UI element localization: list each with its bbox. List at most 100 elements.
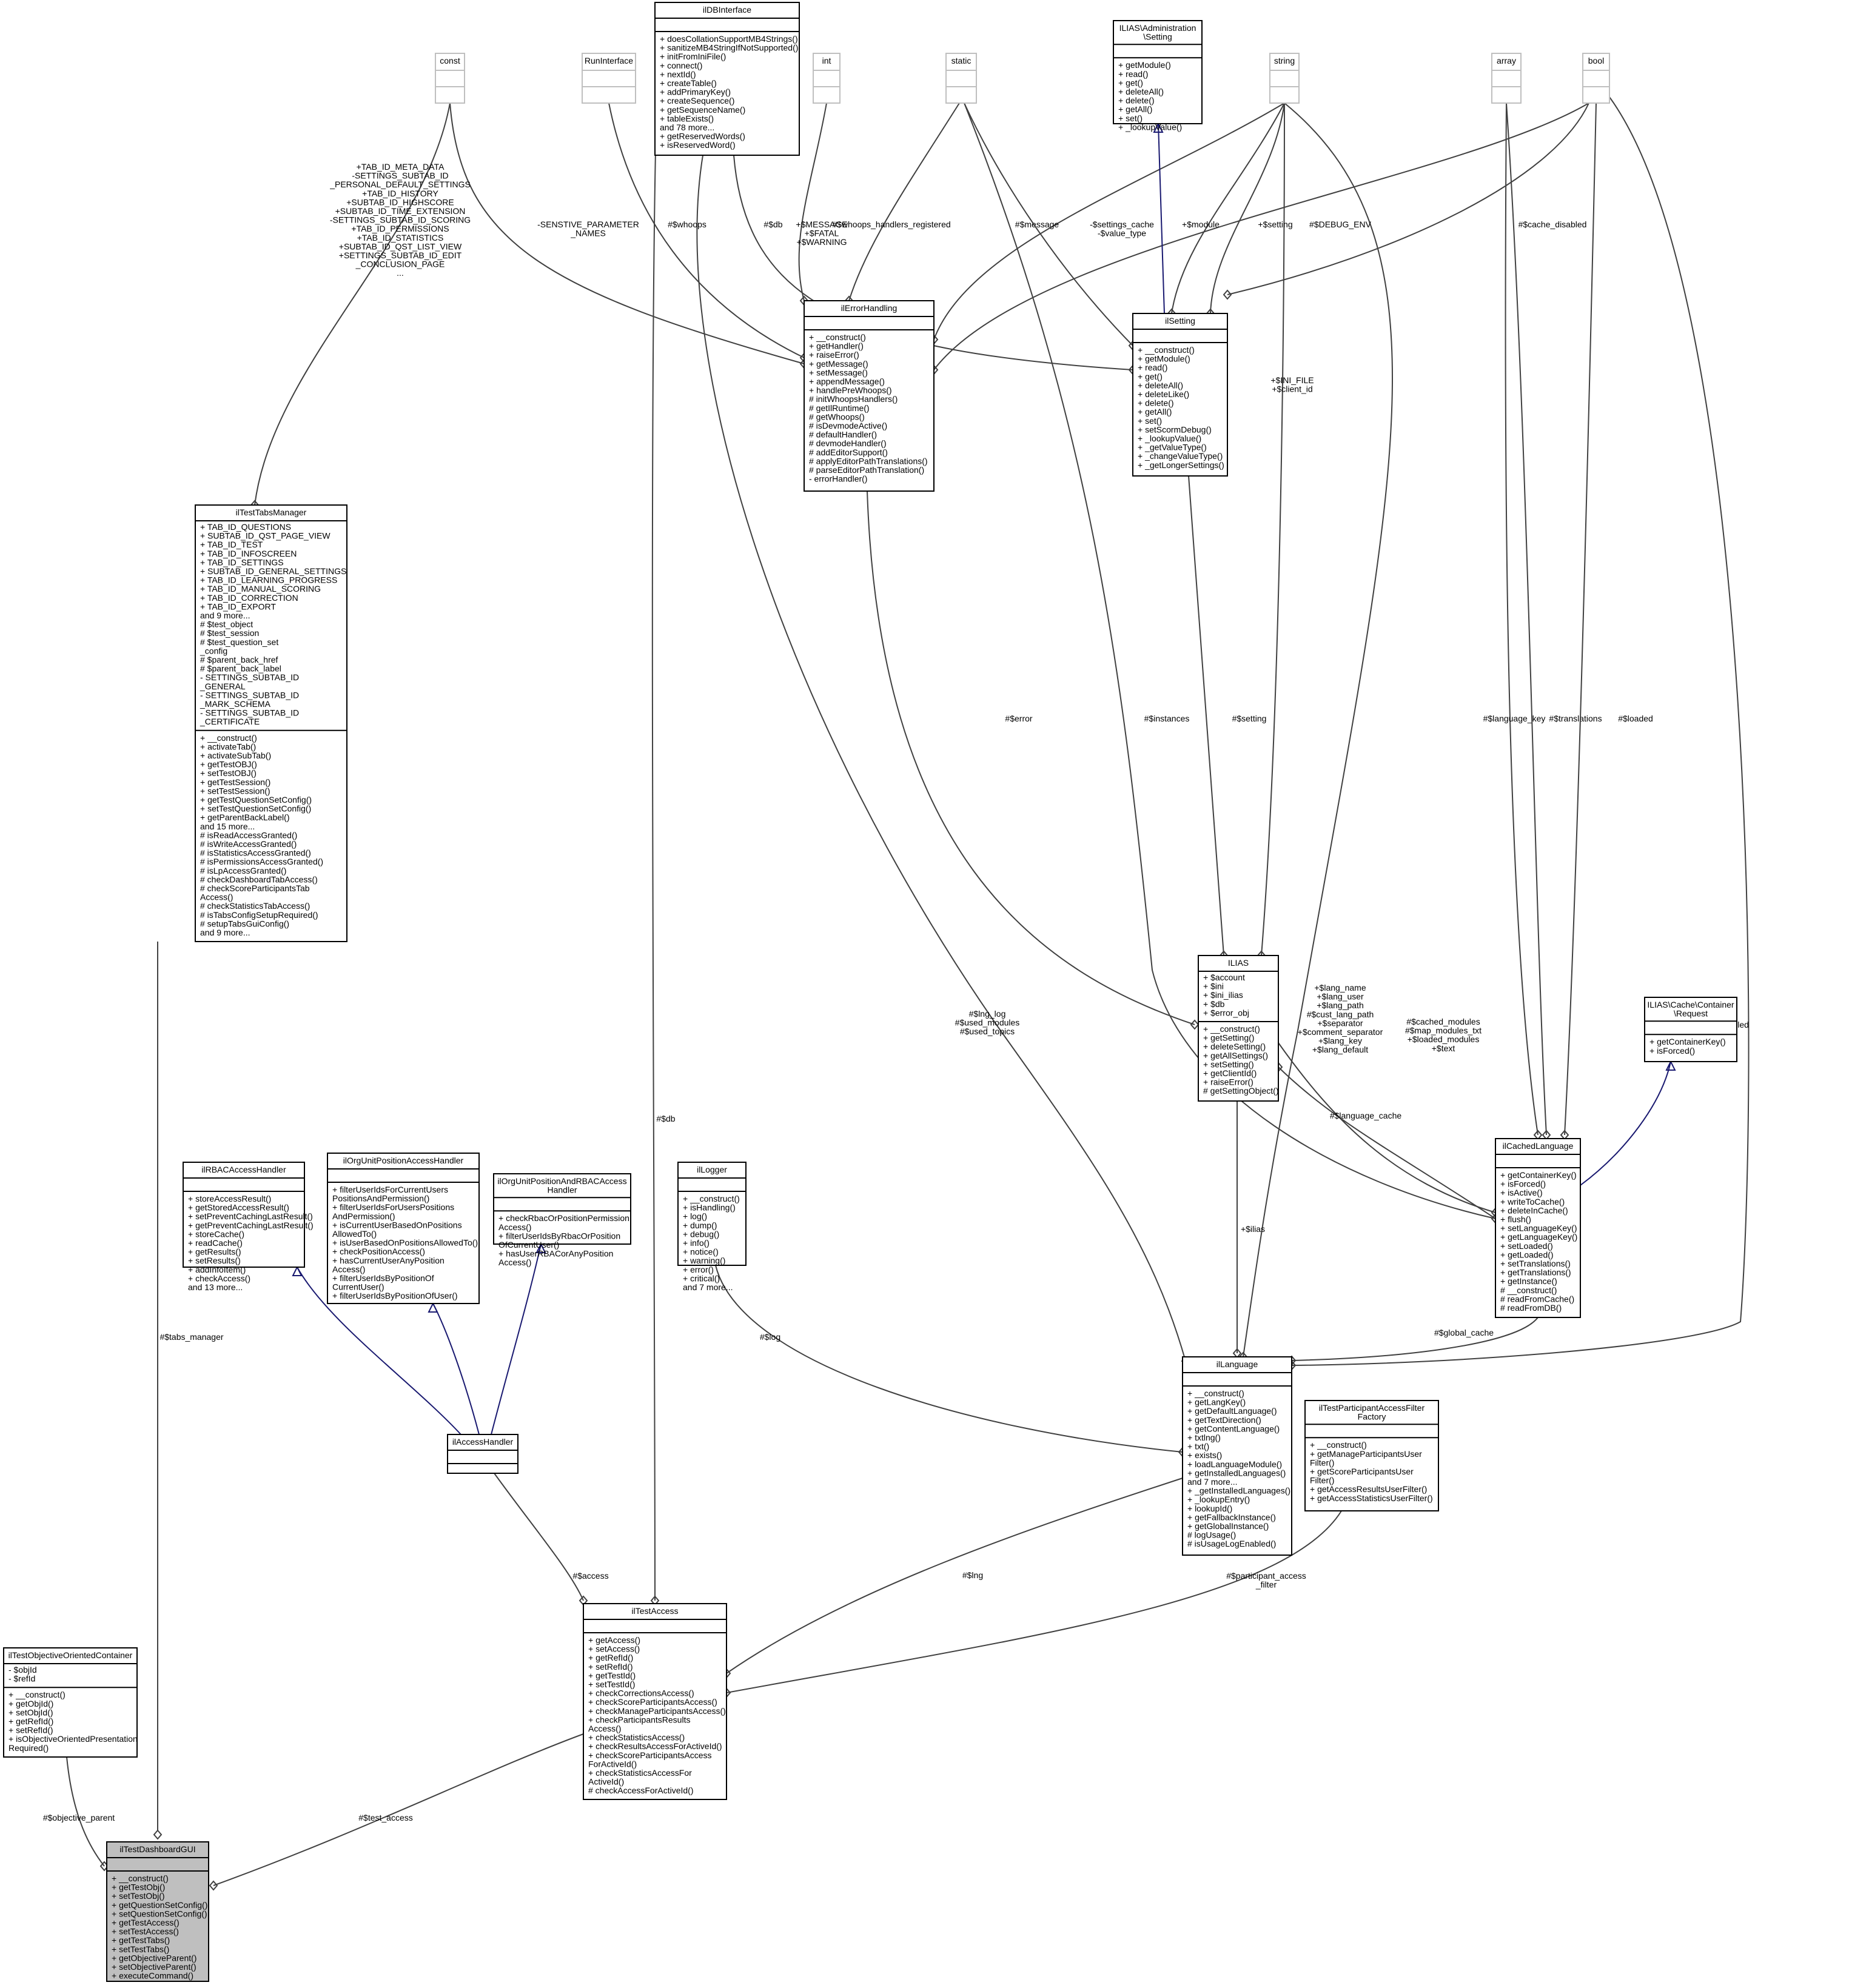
class-method: + notice() [683,1247,719,1257]
class-method: + _lookupValue() [1138,433,1201,443]
association-e1: #$objective_parent [43,1756,115,1872]
class-adminsetting: ILIAS\Administration\Setting+ getModule(… [1113,20,1203,132]
association-label: #$error [1005,714,1032,723]
class-box [1491,53,1522,104]
class-method: # readFromDB() [1500,1303,1562,1313]
association-e26: #$db [733,155,1138,375]
class-orgunit: ilOrgUnitPositionAccessHandler+ filterUs… [327,1153,480,1304]
class-name: ilErrorHandling [841,303,898,313]
class-method: and 7 more... [683,1282,733,1292]
class-method: + checkParticipantsResults [588,1715,690,1724]
inheritance-arrowhead [1153,122,1164,133]
class-method: and 13 more... [188,1282,243,1292]
association-e34: +TAB_ID_META_DATA-SETTINGS_SUBTAB_ID_PER… [250,102,471,510]
class-method: + getAll() [1138,407,1172,417]
association-line [608,102,805,358]
aggregation-diamond [153,1829,163,1840]
class-method: + readCache() [188,1238,243,1248]
class-method: + checkStatisticsAccessFor [588,1768,692,1778]
class-box [1182,1356,1292,1556]
class-method: + getRefId() [588,1653,633,1662]
class-method: + flush() [1500,1214,1531,1224]
association-label: +$module [1182,219,1220,229]
class-method: + tableExists() [660,113,714,123]
aggregation-diamond [1190,1019,1200,1030]
aggregation-diamond [209,1880,218,1891]
association-e4: #$access [494,1473,609,1606]
class-method: + read() [1118,69,1148,79]
class-method: + setTestAccess() [112,1927,179,1936]
class-method: # isDevmodeActive() [809,421,887,430]
class-attribute: and 9 more... [200,611,250,620]
association-label: #$global_cache [1434,1328,1494,1337]
class-method: + isReservedWord() [660,140,736,150]
inheritance-arrowhead [292,1265,303,1276]
class-method: + exists() [1187,1450,1222,1460]
class-method: + setTestObj() [112,1891,165,1901]
association-line [964,102,1496,1219]
class-attribute: + TAB_ID_SETTINGS [200,557,284,567]
class-attribute: # $parent_back_label [200,664,281,674]
class-method: # getIlRuntime() [809,403,870,413]
class-method: Access() [332,1264,365,1274]
class-method: # logUsage() [1187,1530,1236,1540]
class-attribute: + $db [1203,999,1225,1009]
class-objcont: ilTestObjectiveOrientedContainer- $objId… [3,1647,138,1758]
class-method: + filterUserIdsForCurrentUsers [332,1185,448,1194]
class-box [195,504,347,942]
class-method: + hasUserRBACorAnyPosition [498,1249,613,1259]
class-name: ilDBInterface [703,5,751,15]
class-attribute: + TAB_ID_MANUAL_SCORING [200,584,321,594]
class-method: + get() [1138,372,1163,381]
class-method: + set() [1138,416,1162,426]
class-method: + getRefId() [8,1716,53,1726]
class-method: + addInfoItem() [188,1265,246,1274]
class-method: + getTranslations() [1500,1268,1571,1277]
class-box [677,1162,747,1266]
class-runinterface: RunInterface [582,53,636,104]
class-method: + isObjectiveOrientedPresentation [8,1734,138,1744]
class-method: + txtlng() [1187,1433,1221,1442]
class-method: and 9 more... [200,928,250,937]
class-method: + _getLongerSettings() [1138,460,1224,470]
inheritance-line [1580,1061,1671,1186]
association-e2: #$tabs_manager [153,942,224,1840]
class-method: + raiseError() [809,350,859,360]
inheritance-line [432,1303,480,1435]
class-method: Access() [588,1724,621,1733]
class-attribute: + SUBTAB_ID_GENERAL_SETTINGS [200,566,346,576]
class-attribute: # $test_object [200,620,253,629]
class-method: Filter() [1310,1458,1334,1467]
class-box [1304,1400,1439,1511]
class-box [1113,20,1203,124]
class-box [654,2,800,156]
inherit-adminsetting [1153,122,1165,314]
association-label: #$db [763,219,782,229]
classes-layer: ilTestDashboardGUI+ __construct()+ getTe… [3,2,1737,1982]
class-method: + setQuestionSetConfig() [112,1909,207,1918]
association-label: +$MESSAGE+$FATAL+$WARNING [796,219,847,247]
class-attribute: _GENERAL [200,681,246,691]
inheritance-line [1158,123,1165,314]
class-method: AllowedTo() [332,1229,377,1239]
class-method: + getAccessStatisticsUserFilter() [1310,1493,1433,1503]
class-method: + setTranslations() [1500,1259,1571,1268]
class-method: + setResults() [188,1256,241,1265]
class-method: # addEditorSupport() [809,447,888,457]
aggregation-diamond [1223,289,1232,300]
class-method: + isForced() [1500,1179,1546,1189]
class-box [1198,955,1279,1102]
class-method: and 78 more... [660,122,714,132]
association-label: #$instances [1144,714,1190,723]
class-method: + isActive() [1500,1188,1543,1197]
association-line [254,102,451,506]
class-method: + getFallbackInstance() [1187,1512,1276,1522]
class-method: + txt() [1187,1442,1209,1451]
association-label: #$loaded [1618,714,1653,723]
inherit-cacherequest [1580,1060,1676,1186]
class-box [1132,313,1228,477]
class-method: + delete() [1138,398,1174,408]
class-attribute: - SETTINGS_SUBTAB_ID [200,672,299,682]
class-method: + checkStatisticsAccess() [588,1733,685,1742]
